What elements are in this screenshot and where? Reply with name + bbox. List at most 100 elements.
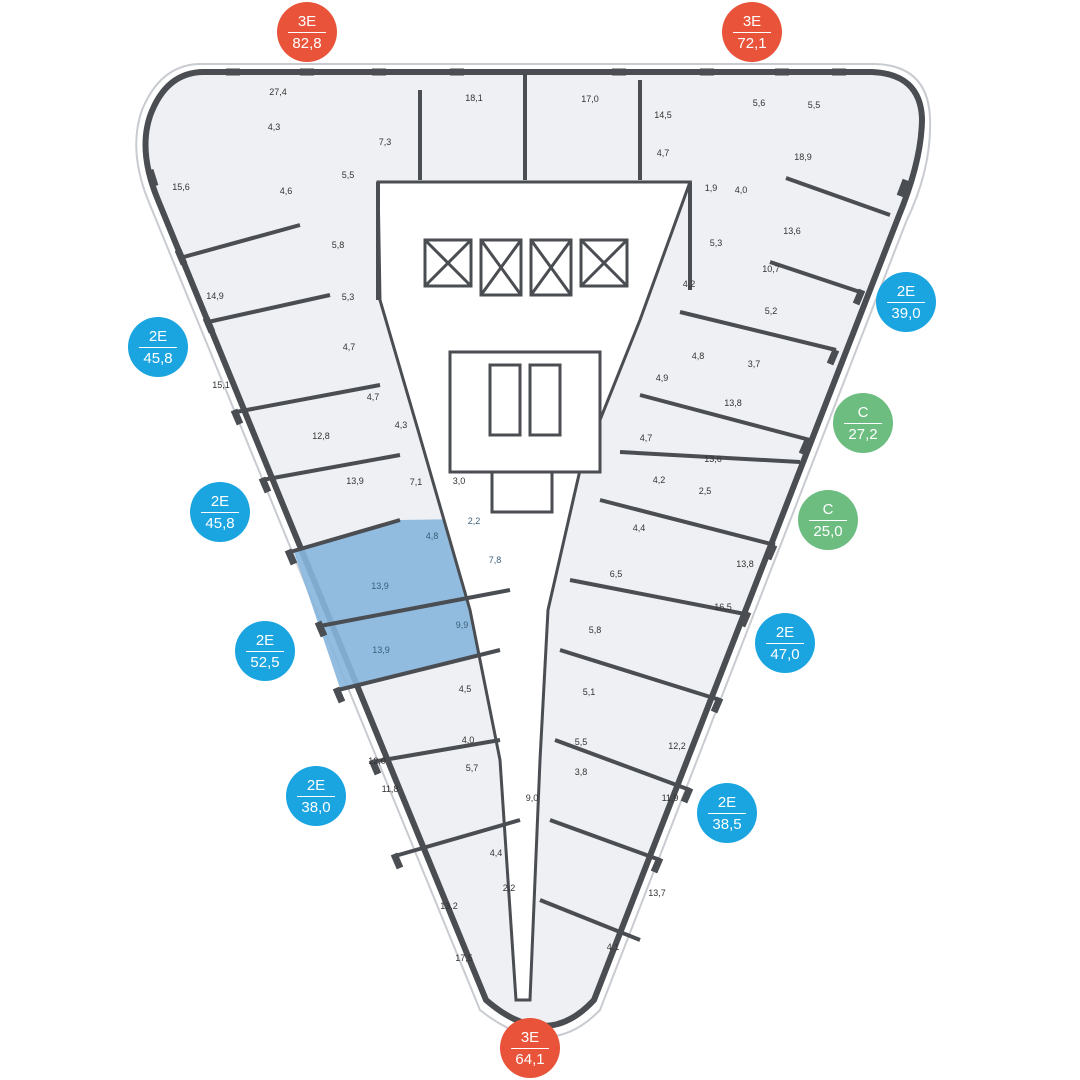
badge-divider <box>511 1047 549 1049</box>
badge-type: 2E <box>896 282 916 300</box>
room-label: 27,4 <box>269 87 287 97</box>
room-label: 5,8 <box>331 240 345 250</box>
room-label: 4,3 <box>267 122 281 132</box>
room-label: 9,0 <box>525 793 539 803</box>
room-label: 11,9 <box>661 793 679 803</box>
room-label: 4,7 <box>639 433 653 443</box>
badge-type: 2E <box>255 631 275 649</box>
room-label: 5,8 <box>588 625 602 635</box>
room-label: 13,6 <box>704 454 722 464</box>
badge-area: 45,8 <box>143 349 173 367</box>
room-label: 12,8 <box>312 431 330 441</box>
room-label: 13,7 <box>648 888 666 898</box>
badge-type: С <box>822 500 834 518</box>
badge-divider <box>288 31 326 33</box>
room-label: 4,0 <box>461 735 475 745</box>
room-label: 10,7 <box>762 264 780 274</box>
room-label: 5,5 <box>574 737 588 747</box>
badge-area: 25,0 <box>813 522 843 540</box>
badge-area: 38,5 <box>712 815 742 833</box>
room-label: 11,8 <box>381 784 399 794</box>
room-label: 13,8 <box>736 559 754 569</box>
room-label: 5,7 <box>465 763 479 773</box>
badge-2e-45-8-a[interactable]: 2E 45,8 <box>128 317 188 377</box>
badge-2e-38-0[interactable]: 2E 38,0 <box>286 766 346 826</box>
room-label: 4,7 <box>342 342 356 352</box>
room-label: 5,6 <box>752 98 766 108</box>
room-label: 4,2 <box>682 279 696 289</box>
staircase <box>448 350 602 514</box>
badge-area: 38,0 <box>301 798 331 816</box>
room-label: 6,5 <box>609 569 623 579</box>
badge-2e-47-0[interactable]: 2E 47,0 <box>755 613 815 673</box>
badge-divider <box>297 795 335 797</box>
badge-type: 2E <box>306 776 326 794</box>
room-label: 3,0 <box>452 476 466 486</box>
room-label: 16,5 <box>714 602 732 612</box>
room-label: 17,5 <box>455 953 473 963</box>
window-segments <box>146 68 910 874</box>
room-label: 12,2 <box>668 741 686 751</box>
badge-2e-45-8-b[interactable]: 2E 45,8 <box>190 482 250 542</box>
room-label: 4,4 <box>632 523 646 533</box>
badge-type: 2E <box>210 492 230 510</box>
room-label: 7,3 <box>378 137 392 147</box>
badge-area: 45,8 <box>205 514 235 532</box>
room-label sel: 13,9 <box>371 581 389 591</box>
room-label sel: 7,8 <box>488 555 502 565</box>
room-label: 13,6 <box>783 226 801 236</box>
room-label sel: 13,9 <box>372 645 390 655</box>
badge-type: С <box>857 403 869 421</box>
room-label: 4,5 <box>458 684 472 694</box>
badge-area: 27,2 <box>848 425 878 443</box>
room-label: 5,1 <box>582 687 596 697</box>
room-label: 2,5 <box>698 486 712 496</box>
room-label: 4,2 <box>652 475 666 485</box>
room-label: 4,1 <box>606 942 620 952</box>
room-label: 13,2 <box>440 901 458 911</box>
badge-2e-52-5[interactable]: 2E 52,5 <box>235 621 295 681</box>
room-label: 14,5 <box>654 110 672 120</box>
badge-c-27-2[interactable]: С 27,2 <box>833 393 893 453</box>
room-label: 4,6 <box>279 186 293 196</box>
room-label: 5,3 <box>341 292 355 302</box>
room-label sel: 2,2 <box>467 516 481 526</box>
badge-divider <box>766 642 804 644</box>
badge-divider <box>809 519 847 521</box>
room-label: 13,9 <box>346 476 364 486</box>
badge-3e-64-1[interactable]: 3E 64,1 <box>500 1018 560 1078</box>
room-label: 4,3 <box>394 420 408 430</box>
room-label: 13,8 <box>724 398 742 408</box>
interior-walls <box>179 75 891 942</box>
badge-2e-39-0[interactable]: 2E 39,0 <box>876 272 936 332</box>
badge-type: 3E <box>520 1028 540 1046</box>
room-label: 3,7 <box>747 359 761 369</box>
badge-divider <box>139 346 177 348</box>
badge-area: 72,1 <box>737 34 767 52</box>
badge-3e-82-8[interactable]: 3E 82,8 <box>277 2 337 62</box>
room-label sel: 4,8 <box>425 531 439 541</box>
room-label: 5,5 <box>807 100 821 110</box>
room-label: 5,2 <box>764 306 778 316</box>
room-label: 4,0 <box>734 185 748 195</box>
room-label: 17,0 <box>581 94 599 104</box>
room-label: 5,3 <box>709 238 723 248</box>
badge-2e-38-5[interactable]: 2E 38,5 <box>697 783 757 843</box>
badge-c-25-0[interactable]: С 25,0 <box>798 490 858 550</box>
badge-divider <box>733 31 771 33</box>
badge-divider <box>887 301 925 303</box>
badge-area: 39,0 <box>891 304 921 322</box>
badge-area: 82,8 <box>292 34 322 52</box>
room-label: 1,9 <box>704 183 718 193</box>
badge-divider <box>844 422 882 424</box>
badge-type: 2E <box>148 327 168 345</box>
room-label: 4,8 <box>691 351 705 361</box>
badge-3e-72-1[interactable]: 3E 72,1 <box>722 2 782 62</box>
room-label: 18,9 <box>794 152 812 162</box>
badge-area: 52,5 <box>250 653 280 671</box>
elevator-shafts <box>423 238 629 297</box>
room-label: 4,7 <box>366 392 380 402</box>
room-label: 4,9 <box>655 373 669 383</box>
badge-area: 64,1 <box>515 1050 545 1068</box>
